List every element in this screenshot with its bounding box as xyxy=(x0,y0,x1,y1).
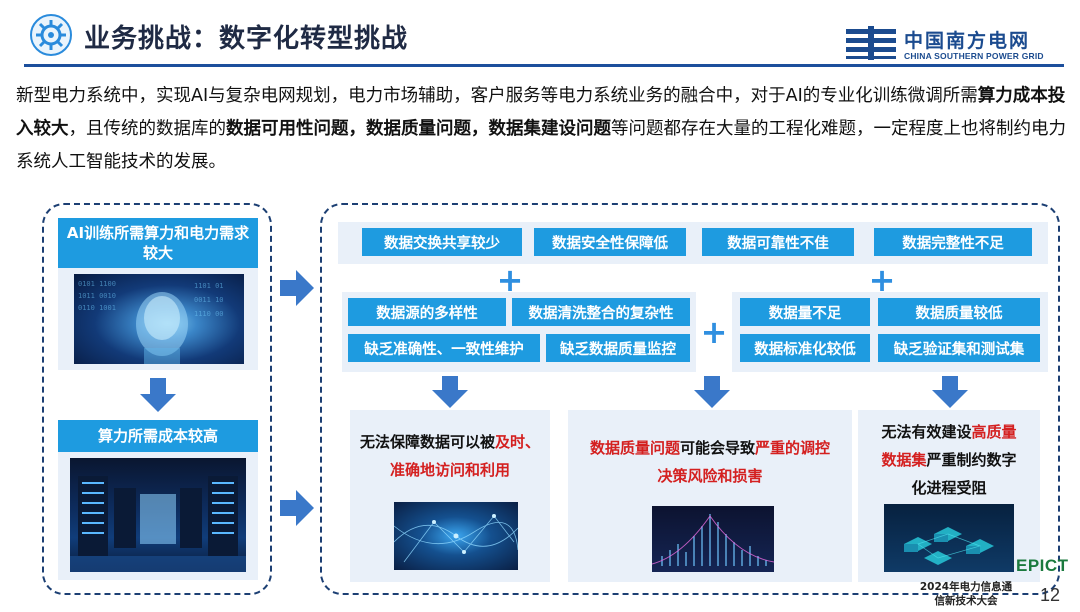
down-arrow-icon xyxy=(694,376,730,408)
plus-icon: + xyxy=(700,313,728,351)
top-item: 数据可靠性不佳 xyxy=(702,228,854,256)
result-3-part: 化进程受阻 xyxy=(911,479,987,497)
left-panel xyxy=(42,203,272,595)
intro-text-3: 等问题都存在大量的工程化难题，一定程度上也将制约电力系统人工智能技术的发展。 xyxy=(16,119,1066,172)
top-item: 数据完整性不足 xyxy=(874,228,1032,256)
group-2-item: 缺乏验证集和测试集 xyxy=(878,334,1040,362)
conference-name: 2024年电力信息通信新技术大会 xyxy=(919,581,1013,607)
group-1-item: 缺乏准确性、一致性维护 xyxy=(348,334,540,362)
group-2-item: 数据标准化较低 xyxy=(740,334,870,362)
intro-text-2: ，且传统的数据库的 xyxy=(68,119,227,139)
result-1-highlight: 准确地访问和利用 xyxy=(389,461,510,479)
result-1-text: 无法保障数据可以被及时、准确地访问和利用 xyxy=(350,428,550,484)
result-2-highlight: 数据质量问题 xyxy=(589,439,680,457)
down-arrow-icon xyxy=(140,378,176,412)
page-number: 12 xyxy=(1040,585,1061,605)
group-2-item: 数据质量较低 xyxy=(878,298,1040,326)
page-title: 业务挑战：数字化转型挑战 xyxy=(84,24,409,54)
left-box-2-title: 算力所需成本较高 xyxy=(58,420,258,452)
result-1-highlight: 及时、 xyxy=(495,433,541,451)
group-2-item: 数据量不足 xyxy=(740,298,870,326)
svg-text:1011 0010: 1011 0010 xyxy=(78,292,116,300)
intro-text-1: 新型电力系统中，实现AI与复杂电网规划，电力市场辅助，客户服务等电力系统业务的融… xyxy=(16,86,978,106)
svg-text:0110 1001: 0110 1001 xyxy=(78,304,116,312)
logo-text-cn: 中国南方电网 xyxy=(904,30,1031,52)
group-1-item: 数据源的多样性 xyxy=(348,298,506,326)
result-2-highlight: 严重的调控 xyxy=(755,439,831,457)
intro-bold-2: 数据可用性问题，数据质量问题，数据集建设问题 xyxy=(226,119,611,139)
svg-text:1110 00: 1110 00 xyxy=(194,310,224,318)
down-arrow-icon xyxy=(432,376,468,408)
header-divider xyxy=(24,64,1064,67)
gear-cloud-icon xyxy=(30,14,72,56)
top-item: 数据交换共享较少 xyxy=(362,228,522,256)
plus-icon: + xyxy=(868,261,896,299)
network-image xyxy=(394,502,518,570)
power-grid-logo-icon xyxy=(846,26,896,60)
result-3-highlight: 数据集 xyxy=(881,451,927,469)
company-logo: 中国南方电网 CHINA SOUTHERN POWER GRID xyxy=(846,24,1066,64)
ai-head-image: 0101 1100 1011 0010 0110 1001 1101 01 0011 … xyxy=(74,274,244,364)
right-arrow-icon xyxy=(280,490,314,526)
result-2-highlight: 决策风险和损害 xyxy=(657,467,763,485)
left-box-1-title: AI训练所需算力和电力需求较大 xyxy=(58,218,258,268)
intro-bold-1: 算力成本投入较大 xyxy=(16,86,1066,139)
down-arrow-icon xyxy=(932,376,968,408)
plus-icon: + xyxy=(496,261,524,299)
svg-text:1101 01: 1101 01 xyxy=(194,282,224,290)
group-1-item: 数据清洗整合的复杂性 xyxy=(512,298,690,326)
result-3-part: 无法有效建设 xyxy=(881,423,972,441)
result-1-part: 无法保障数据可以被 xyxy=(359,433,495,451)
result-3-highlight: 高质量 xyxy=(971,423,1017,441)
intro-paragraph: 新型电力系统中，实现AI与复杂电网规划，电力市场辅助，客户服务等电力系统业务的融… xyxy=(16,80,1068,179)
right-panel xyxy=(320,203,1060,595)
result-2-part: 可能会导致 xyxy=(679,439,755,457)
epict-logo: EPICT xyxy=(1016,556,1069,575)
svg-text:0011 10: 0011 10 xyxy=(194,296,224,304)
svg-text:0101 1100: 0101 1100 xyxy=(78,280,116,288)
logo-text-en: CHINA SOUTHERN POWER GRID xyxy=(904,51,1044,61)
result-2-text: 数据质量问题可能会导致严重的调控决策风险和损害 xyxy=(568,434,852,490)
server-room-image xyxy=(70,458,246,572)
waveform-image xyxy=(652,506,774,572)
isometric-data-image xyxy=(884,504,1014,572)
right-arrow-icon xyxy=(280,270,314,306)
group-1-item: 缺乏数据质量监控 xyxy=(546,334,690,362)
result-3-part: 严重制约数字 xyxy=(926,451,1017,469)
top-item: 数据安全性保障低 xyxy=(534,228,686,256)
result-3-text: 无法有效建设高质量数据集严重制约数字化进程受阻 xyxy=(858,418,1040,502)
